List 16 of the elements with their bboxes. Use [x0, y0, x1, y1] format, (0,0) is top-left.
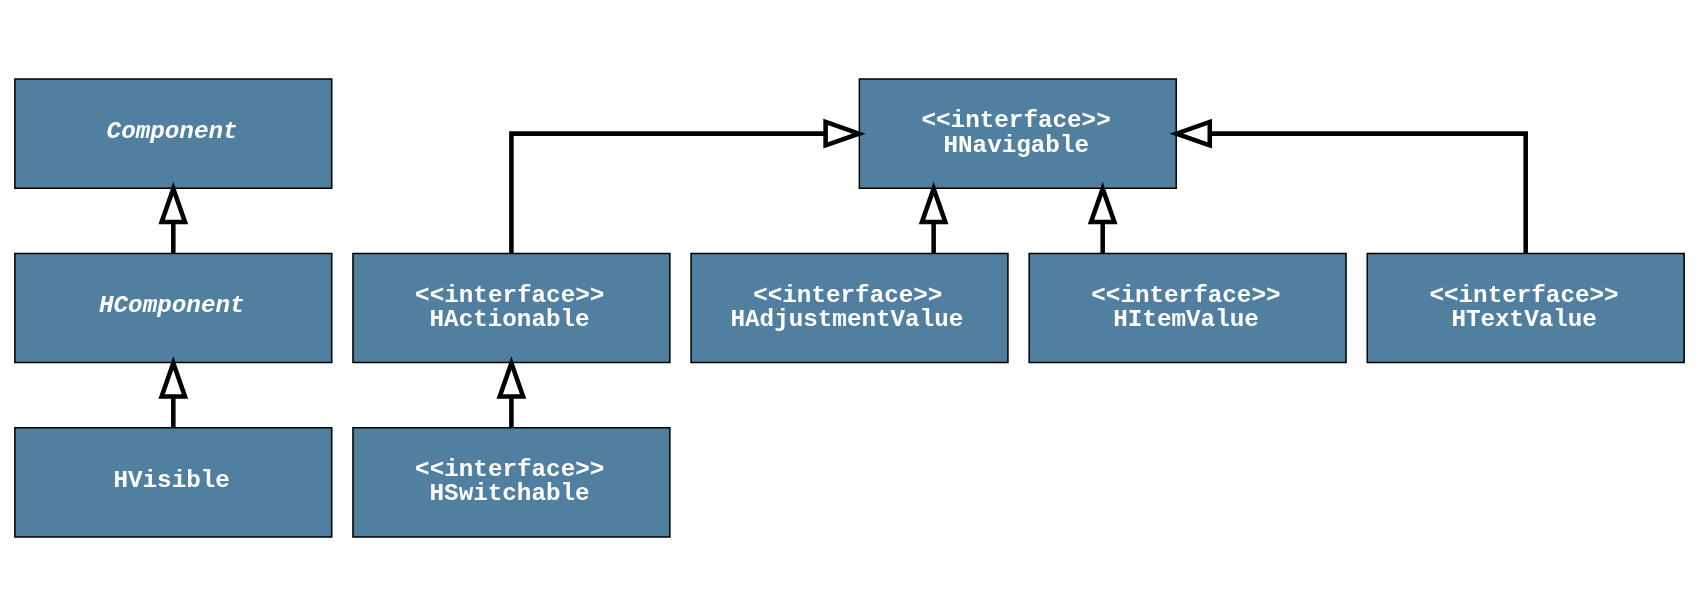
node-box: Component: [14, 78, 333, 189]
node-box: HComponent: [14, 252, 333, 364]
node-box: <<interface>> HActionable: [352, 252, 671, 364]
node-box: <<interface>> HAdjustmentValue: [690, 252, 1009, 364]
arrow: [509, 118, 866, 254]
arrow: [1169, 118, 1528, 254]
node-box: HVisible: [14, 427, 333, 538]
node-box: <<interface>> HItemValue: [1028, 252, 1347, 364]
arrow: [1087, 181, 1118, 254]
arrow: [918, 181, 949, 254]
arrow: [158, 181, 189, 254]
node-box: <<interface>> HSwitchable: [352, 427, 671, 538]
arrow: [496, 356, 527, 428]
arrow: [158, 356, 189, 428]
node-box: <<interface>> HTextValue: [1366, 252, 1685, 364]
node-box: <<interface>> HNavigable: [858, 78, 1177, 189]
